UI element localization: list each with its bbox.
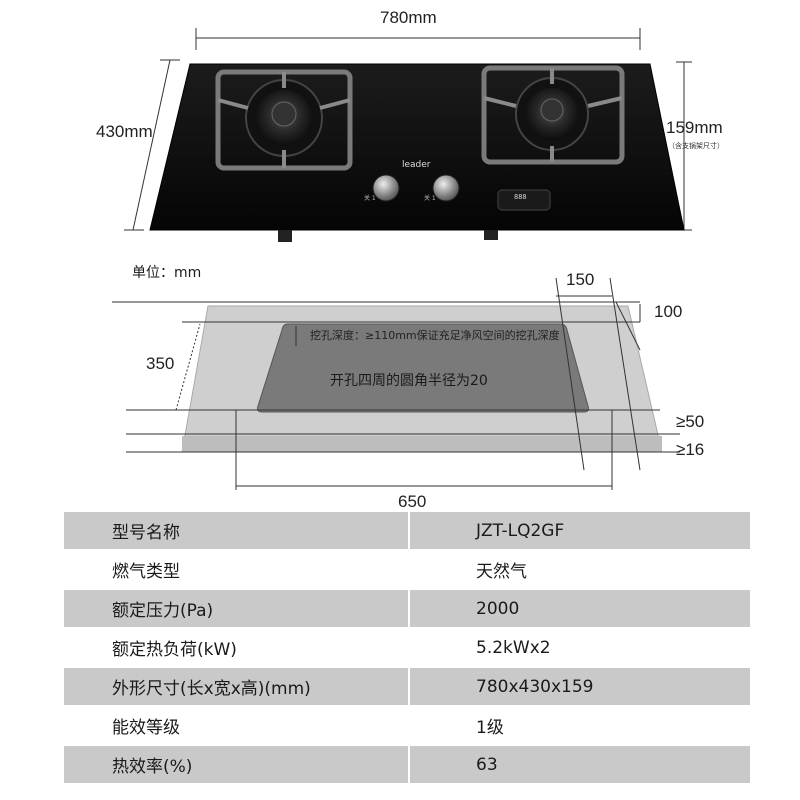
cooktop-diagram [124, 28, 692, 242]
cutout-hole [257, 323, 589, 413]
spec-label: 额定压力(Pa) [64, 590, 408, 627]
height-label: 159mm [666, 118, 723, 137]
unit-note: 单位：mm [132, 265, 202, 281]
spec-value: JZT-LQ2GF [410, 512, 750, 549]
dim-16: ≥16 [676, 440, 705, 459]
dim-100: 100 [654, 302, 683, 321]
depth-label: 430mm [96, 122, 153, 141]
spec-value: 63 [410, 746, 750, 783]
dim-150: 150 [566, 270, 595, 289]
width-dimension [195, 28, 641, 50]
spec-value: 天然气 [410, 551, 750, 588]
cutout-diagram [112, 277, 680, 490]
knob-left-label: 关 1 [364, 195, 376, 202]
width-label: 780mm [380, 8, 437, 27]
spec-label: 额定热负荷(kW) [64, 629, 408, 666]
brand-logo: leader [402, 160, 431, 170]
height-note: （含支锅架尺寸） [668, 142, 724, 150]
depth-note: 挖孔深度：≥110mm保证充足净风空间的挖孔深度 [310, 329, 560, 342]
dim-650: 650 [398, 492, 427, 511]
dim-50: ≥50 [676, 412, 705, 431]
depth-dimension [124, 59, 180, 231]
spec-label: 燃气类型 [64, 551, 408, 588]
spec-value: 2000 [410, 590, 750, 627]
spec-row: 型号名称 JZT-LQ2GF [64, 512, 750, 549]
spec-label: 热效率(%) [64, 746, 408, 783]
glass-panel [149, 63, 685, 231]
spec-label: 外形尺寸(长x宽x高)(mm) [64, 668, 408, 705]
right-knob[interactable] [432, 174, 460, 202]
spec-value: 780x430x159 [410, 668, 750, 705]
spec-row: 能效等级 1级 [64, 707, 750, 744]
corner-note: 开孔四周的圆角半径为20 [330, 373, 488, 389]
left-pan-support [215, 69, 353, 171]
spec-row: 燃气类型 天然气 [64, 551, 750, 588]
knob-right-label: 关 1 [424, 195, 436, 202]
spec-row: 外形尺寸(长x宽x高)(mm) 780x430x159 [64, 668, 750, 705]
control-display [497, 189, 551, 211]
spec-table: 型号名称 JZT-LQ2GF 燃气类型 天然气 额定压力(Pa) 2000 额定… [64, 512, 750, 785]
dim-350: 350 [146, 354, 175, 373]
spec-row: 额定压力(Pa) 2000 [64, 590, 750, 627]
spec-label: 能效等级 [64, 707, 408, 744]
spec-label: 型号名称 [64, 512, 408, 549]
spec-row: 额定热负荷(kW) 5.2kWx2 [64, 629, 750, 666]
spec-row: 热效率(%) 63 [64, 746, 750, 783]
display-readout: 888 [514, 193, 527, 201]
left-knob[interactable] [372, 174, 400, 202]
spec-value: 5.2kWx2 [410, 629, 750, 666]
right-pan-support [481, 65, 625, 165]
spec-value: 1级 [410, 707, 750, 744]
